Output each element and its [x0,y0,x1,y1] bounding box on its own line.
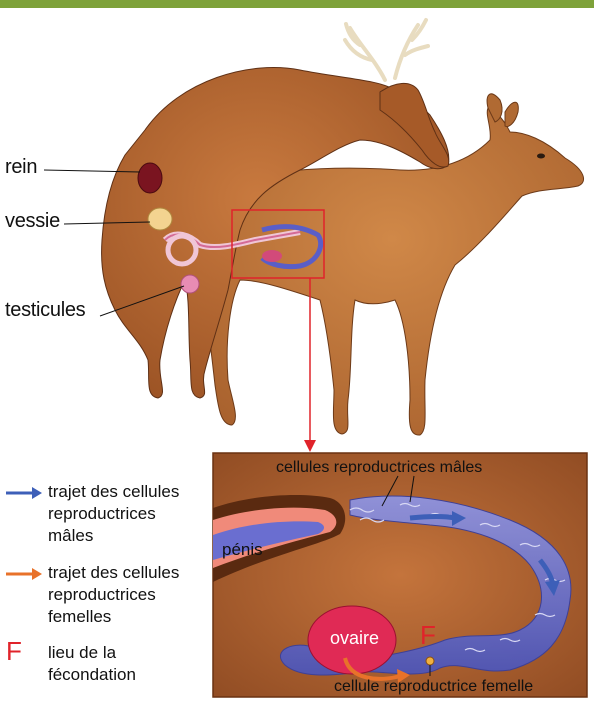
legend-male-arrow [6,487,42,499]
legend-male-path-text: trajet des cellules reproductrices mâles [48,481,179,547]
label-rein: rein [5,156,37,179]
inset-ovary-label: ovaire [330,628,379,649]
bladder [148,208,172,230]
inset-penis-label: pénis [222,540,263,560]
label-testicules: testicules [5,299,85,322]
legend-female-path-text: trajet des cellules reproductrices femel… [48,562,179,628]
legend-female-arrow [6,568,42,580]
inset-f-marker: F [420,620,436,651]
kidney [138,163,162,193]
fertilization-point [426,657,434,665]
legend-f-label: lieu de la fécondation [48,642,136,686]
testicle [181,275,199,293]
inset-male-cells-label: cellules reproductrices mâles [276,459,482,477]
label-vessie: vessie [5,210,60,233]
legend-f-symbol: F [6,636,22,667]
inset-female-cell-label: cellule reproductrice femelle [334,678,533,696]
zoom-pointer-arrowhead [304,440,316,452]
antlers [345,20,428,80]
inset-diagram [213,453,587,697]
